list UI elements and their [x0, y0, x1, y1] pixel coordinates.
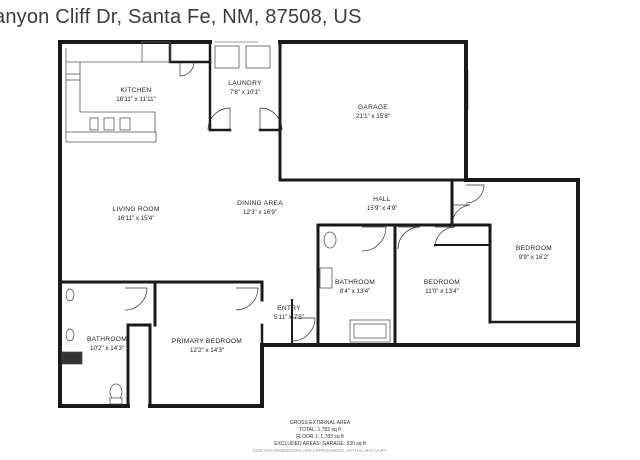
room-laundry: LAUNDRY 7'8" x 10'1" — [228, 80, 262, 96]
room-dims: 10'2" x 14'3" — [90, 345, 124, 352]
room-dining-area: DINING AREA 12'3" x 16'9" — [237, 200, 283, 216]
area-excluded: EXCLUDED AREAS: GARAGE: 330 sq ft — [274, 441, 366, 447]
room-hall: HALL 15'9" x 4'9" — [367, 196, 398, 212]
room-name: DINING AREA — [237, 200, 283, 207]
room-entry: ENTRY 5'11" x 7'5" — [274, 305, 304, 321]
stove-icon — [66, 73, 80, 81]
room-name: HALL — [373, 196, 391, 203]
room-name: BEDROOM — [516, 245, 552, 252]
room-name: BATHROOM — [87, 336, 127, 343]
room-living-room: LIVING ROOM 16'11" x 15'4" — [112, 206, 159, 222]
room-primary-bedroom: PRIMARY BEDROOM 12'2" x 14'3" — [172, 338, 242, 354]
property-address: anyon Cliff Dr, Santa Fe, NM, 87508, US — [0, 6, 362, 28]
exterior-walls — [58, 40, 580, 408]
room-dims: 8'4" x 13'4" — [340, 288, 371, 295]
room-name: BEDROOM — [424, 279, 460, 286]
area-floor1: FLOOR 1: 1,783 sq ft — [296, 434, 344, 440]
room-dims: 9'9" x 16'2" — [519, 254, 550, 261]
area-title: GROSS EXTERNAL AREA — [290, 420, 351, 426]
area-summary: GROSS EXTERNAL AREA TOTAL: 1,783 sq ft F… — [253, 420, 388, 453]
area-disclaimer: SIZE AND DIMENSIONS ARE APPROXIMATE, ACT… — [253, 448, 388, 453]
room-dims: 5'11" x 7'5" — [274, 314, 304, 321]
room-name: ENTRY — [277, 305, 301, 312]
room-dims: 12'3" x 16'9" — [243, 209, 277, 216]
room-dims: 16'11" x 11'11" — [116, 96, 155, 103]
room-name: PRIMARY BEDROOM — [172, 338, 242, 345]
room-dims: 11'0" x 13'4" — [425, 288, 458, 295]
room-garage: GARAGE 21'1" x 15'8" — [356, 104, 390, 120]
room-kitchen: KITCHEN 16'11" x 11'11" — [116, 87, 155, 103]
room-name: KITCHEN — [120, 87, 151, 94]
room-dims: 16'11" x 15'4" — [118, 215, 155, 222]
room-dims: 21'1" x 15'8" — [356, 113, 390, 120]
doors — [124, 61, 485, 342]
interior-walls — [58, 40, 580, 347]
area-total: TOTAL: 1,783 sq ft — [299, 427, 341, 433]
fixtures — [61, 45, 391, 405]
room-bedroom-right: BEDROOM 9'9" x 16'2" — [516, 245, 552, 261]
room-dims: 7'8" x 10'1" — [230, 89, 261, 96]
room-dims: 15'9" x 4'9" — [367, 205, 398, 212]
room-name: GARAGE — [358, 104, 388, 111]
room-bedroom-middle: BEDROOM 11'0" x 13'4" — [424, 279, 460, 295]
room-bathroom-middle: BATHROOM 8'4" x 13'4" — [335, 279, 375, 295]
room-name: LIVING ROOM — [112, 206, 159, 213]
room-dims: 12'2" x 14'3" — [190, 347, 224, 354]
room-name: LAUNDRY — [228, 80, 262, 87]
room-bathroom-left: BATHROOM 10'2" x 14'3" — [87, 336, 127, 352]
room-name: BATHROOM — [335, 279, 375, 286]
